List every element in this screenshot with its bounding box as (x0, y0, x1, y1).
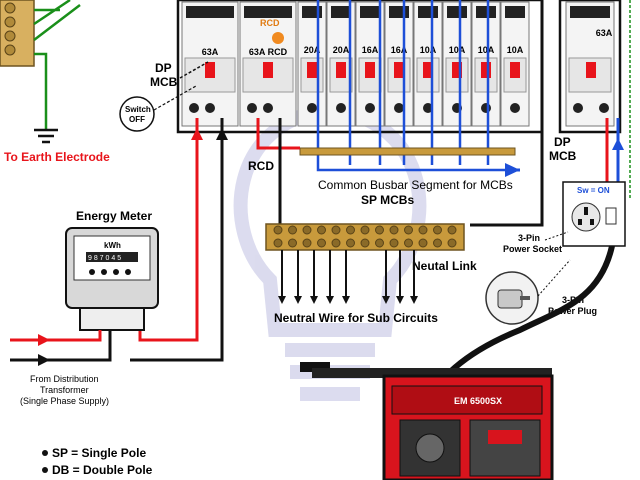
svg-text:DB = Double Pole: DB = Double Pole (52, 463, 153, 477)
rcd-label: RCD (248, 159, 274, 173)
socket-label-1: 3-Pin (518, 233, 540, 243)
power-plug-icon (485, 271, 539, 325)
legend: SP = Single Pole DB = Double Pole (42, 446, 153, 477)
busbar-comb (299, 147, 516, 156)
dp-mcb-left-label-1: DP (155, 61, 172, 75)
common-busbar (316, 0, 520, 172)
right-breaker-rating: 63A (596, 28, 613, 38)
svg-text:OFF: OFF (129, 115, 145, 124)
svg-text:kWh: kWh (104, 241, 121, 250)
svg-text:SP = Single Pole: SP = Single Pole (52, 446, 146, 460)
rcd-device-tag: RCD (260, 18, 280, 28)
breaker-rating: 10A (420, 45, 437, 55)
sp-mcbs-label: SP MCBs (361, 193, 414, 207)
generator-icon: EM 6500SX (300, 362, 554, 480)
busbar-label: Common Busbar Segment for MCBs (318, 178, 513, 192)
dp-mcb-right-label-1: DP (554, 135, 571, 149)
breaker-3: 20A (297, 1, 327, 127)
svg-text:Switch: Switch (125, 105, 151, 114)
switch-off-callout: Switch OFF (119, 85, 197, 132)
power-socket: Sw = ON (562, 181, 626, 247)
breaker-1: 63A (181, 1, 239, 127)
breaker-7: 10A (413, 1, 443, 127)
breaker-rating: 63A (202, 47, 219, 57)
earth-electrode-label: To Earth Electrode (4, 150, 110, 164)
breaker-8: 10A (442, 1, 472, 127)
neutral-down-arrows (278, 250, 418, 304)
right-enclosure (558, 0, 622, 134)
breaker-9: 10A (471, 1, 501, 127)
neutral-wires (130, 0, 544, 362)
breaker-rating: 10A (478, 45, 495, 55)
live-wires (138, 118, 300, 342)
neutral-wire-label: Neutral Wire for Sub Circuits (274, 311, 438, 325)
breaker-rating: 20A (304, 45, 321, 55)
breaker-rating: 20A (333, 45, 350, 55)
earth-terminal-block (0, 0, 81, 130)
plug-label-2: Power Plug (548, 306, 597, 316)
svg-text:9 8 7 0 4 5: 9 8 7 0 4 5 (88, 255, 121, 262)
supply-wires (10, 330, 112, 362)
breaker-rating: 10A (449, 45, 466, 55)
breaker-rating: 63A RCD (249, 47, 288, 57)
right-dp-mcb: 63A (565, 1, 615, 127)
breaker-rating: 16A (362, 45, 379, 55)
dp-mcb-right-label-2: MCB (549, 149, 577, 163)
transformer-label-1: From Distribution (30, 374, 99, 384)
transformer-label-3: (Single Phase Supply) (20, 396, 109, 406)
neutral-link (265, 223, 465, 251)
energy-meter-label: Energy Meter (76, 209, 152, 223)
svg-text:EM 6500SX: EM 6500SX (454, 396, 502, 406)
energy-meter: kWh 9 8 7 0 4 5 (65, 227, 159, 331)
transformer-label-2: Transformer (40, 385, 89, 395)
neutral-link-label: Neutal Link (412, 259, 477, 273)
breaker-row: 63A 63A RCD RCD 20A 20A 16A 16A 10A 10A 10A 10A (181, 1, 530, 127)
dp-mcb-left-label-2: MCB (150, 75, 178, 89)
earth-symbol-icon (34, 128, 58, 144)
breaker-rating: 10A (507, 45, 524, 55)
svg-text:Sw = ON: Sw = ON (577, 186, 610, 195)
breaker-2: 63A RCD RCD (239, 1, 297, 127)
breaker-6: 16A (384, 1, 414, 127)
socket-label-2: Power Socket (503, 244, 562, 254)
breaker-rating: 16A (391, 45, 408, 55)
breaker-10: 10A (500, 1, 530, 127)
busbar-arrow-icon (505, 163, 520, 177)
